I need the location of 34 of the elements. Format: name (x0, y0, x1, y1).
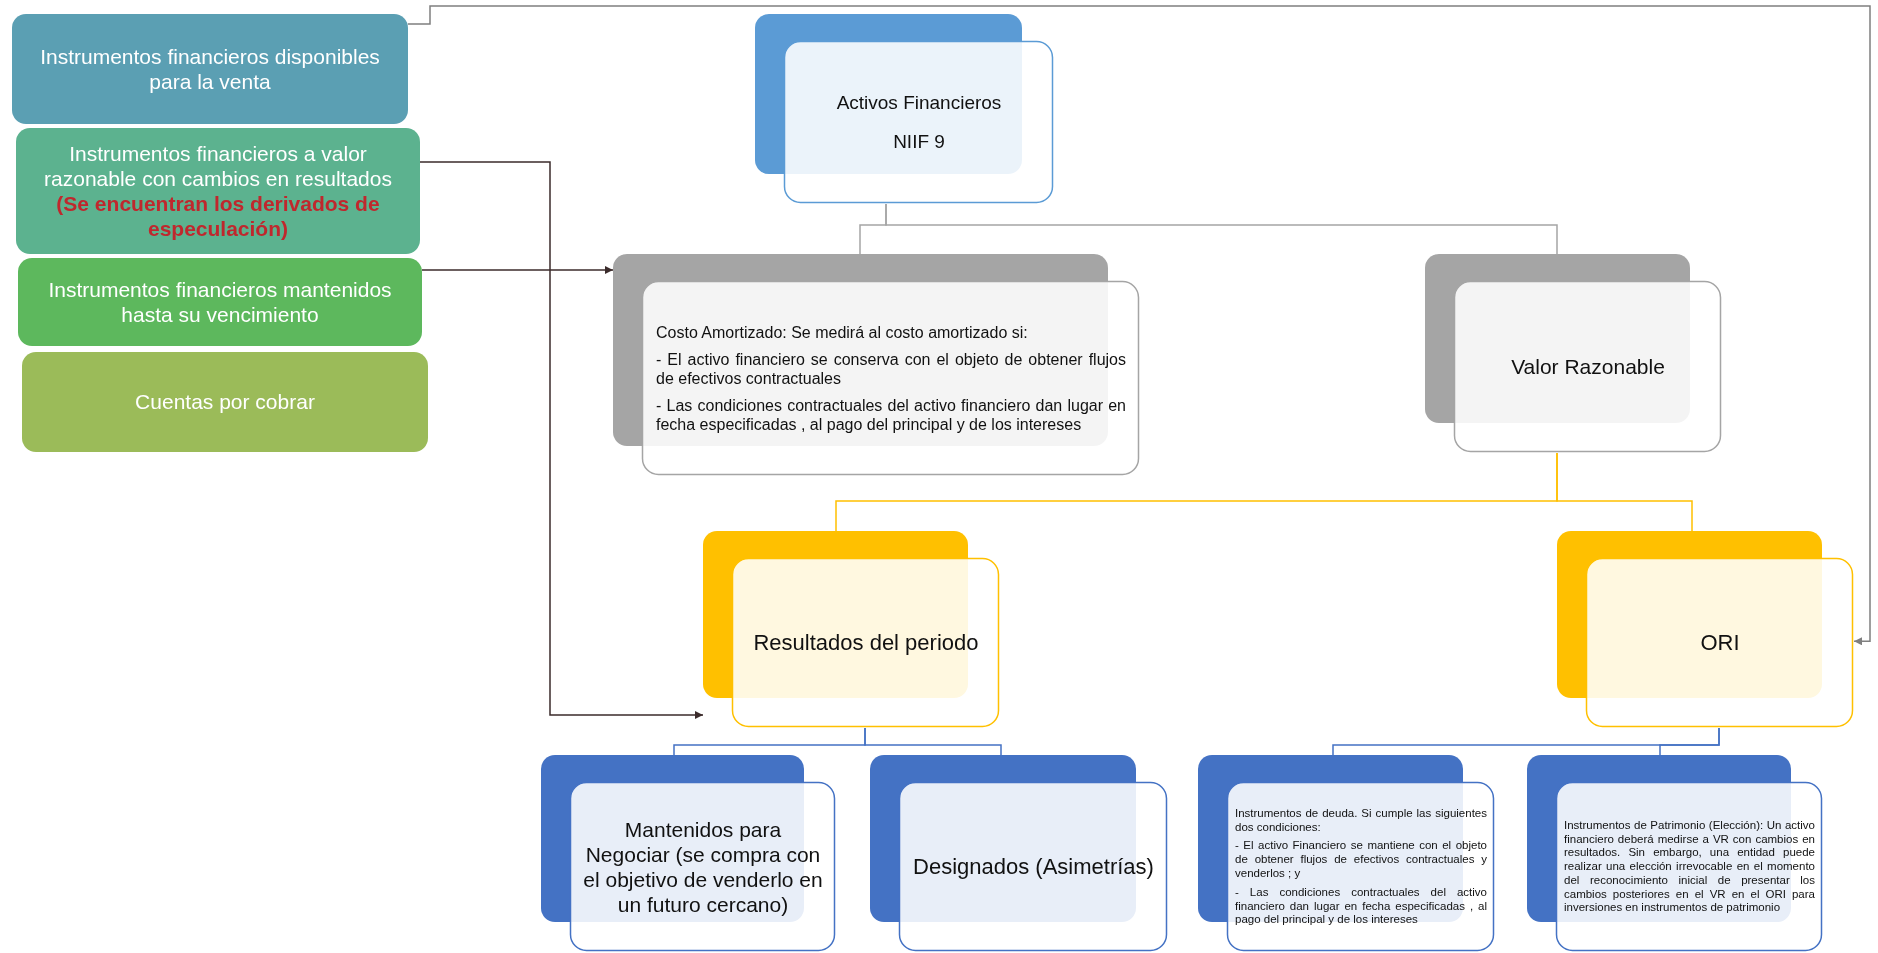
category-box: Cuentas por cobrar (22, 352, 428, 452)
box-text: - El activo financiero se conserva con el objeto de obtener flujos de efectivos contractuales (656, 349, 1126, 389)
box-text: - Las condiciones contractuales del activo financiero dan lugar en fecha especificadas , al pago del principal y de los intereses (1235, 885, 1487, 928)
box-text: Valor Razonable (1510, 354, 1666, 380)
stacked-box (755, 14, 1054, 204)
connector-line (864, 727, 1002, 756)
box-text: Resultados del periodo (752, 629, 980, 657)
box-text: - Las condiciones contractuales del activo financiero dan lugar en fecha especificadas , al pago del principal y de los intereses (656, 396, 1126, 435)
box-text: Costo Amortizado: Se medirá al costo amortizado si: (656, 322, 1029, 342)
box-text: Designados (Asimetrías) (912, 853, 1155, 881)
category-box: Instrumentos financieros a valor razonable con cambios en resultados (Se encuentran los derivados de especulación) (16, 128, 420, 254)
arrow (419, 161, 704, 719)
stacked-box (1527, 755, 1823, 952)
box-text: - El activo Financiero se mantiene con el objeto de obtener flujos de efectivos contractuales y venderlos ; y (1235, 839, 1487, 881)
category-box: Instrumentos financieros disponibles para la venta (12, 14, 408, 124)
stacked-box (870, 755, 1168, 952)
box-text: Instrumentos de deuda. Si cumple las siguientes dos condiciones: (1235, 806, 1487, 835)
stacked-box (703, 531, 1000, 728)
box-text: Mantenidos para Negociar (se compra con el objetivo de venderlo en un futuro cercano) (582, 816, 824, 918)
box-text: ORI (1699, 629, 1741, 657)
box-text: NIIF 9 (892, 130, 946, 154)
connector-line (1556, 452, 1693, 532)
box-text: Instrumentos de Patrimonio (Elección): Un activo financiero deberá medirse a VR con cambios en resultados. Sin embargo, una entidad puede realizar una elección irrevocable en el momento del reconocimiento inicial de presentar los cambios posteriores en el VR en el ORI para inversiones en instrumentos de patrimonio (1564, 818, 1815, 916)
stacked-box (1198, 755, 1495, 952)
stacked-box (1557, 531, 1854, 728)
box-text: Activos Financieros (835, 91, 1003, 115)
stacked-box (541, 755, 836, 952)
connector-line (1659, 727, 1720, 756)
connector-line (885, 203, 1558, 255)
arrow (421, 266, 614, 274)
arrow (407, 5, 1871, 646)
stacked-box (1425, 254, 1722, 453)
category-box: Instrumentos financieros mantenidos hasta su vencimiento (18, 258, 422, 346)
stacked-box (613, 254, 1140, 476)
